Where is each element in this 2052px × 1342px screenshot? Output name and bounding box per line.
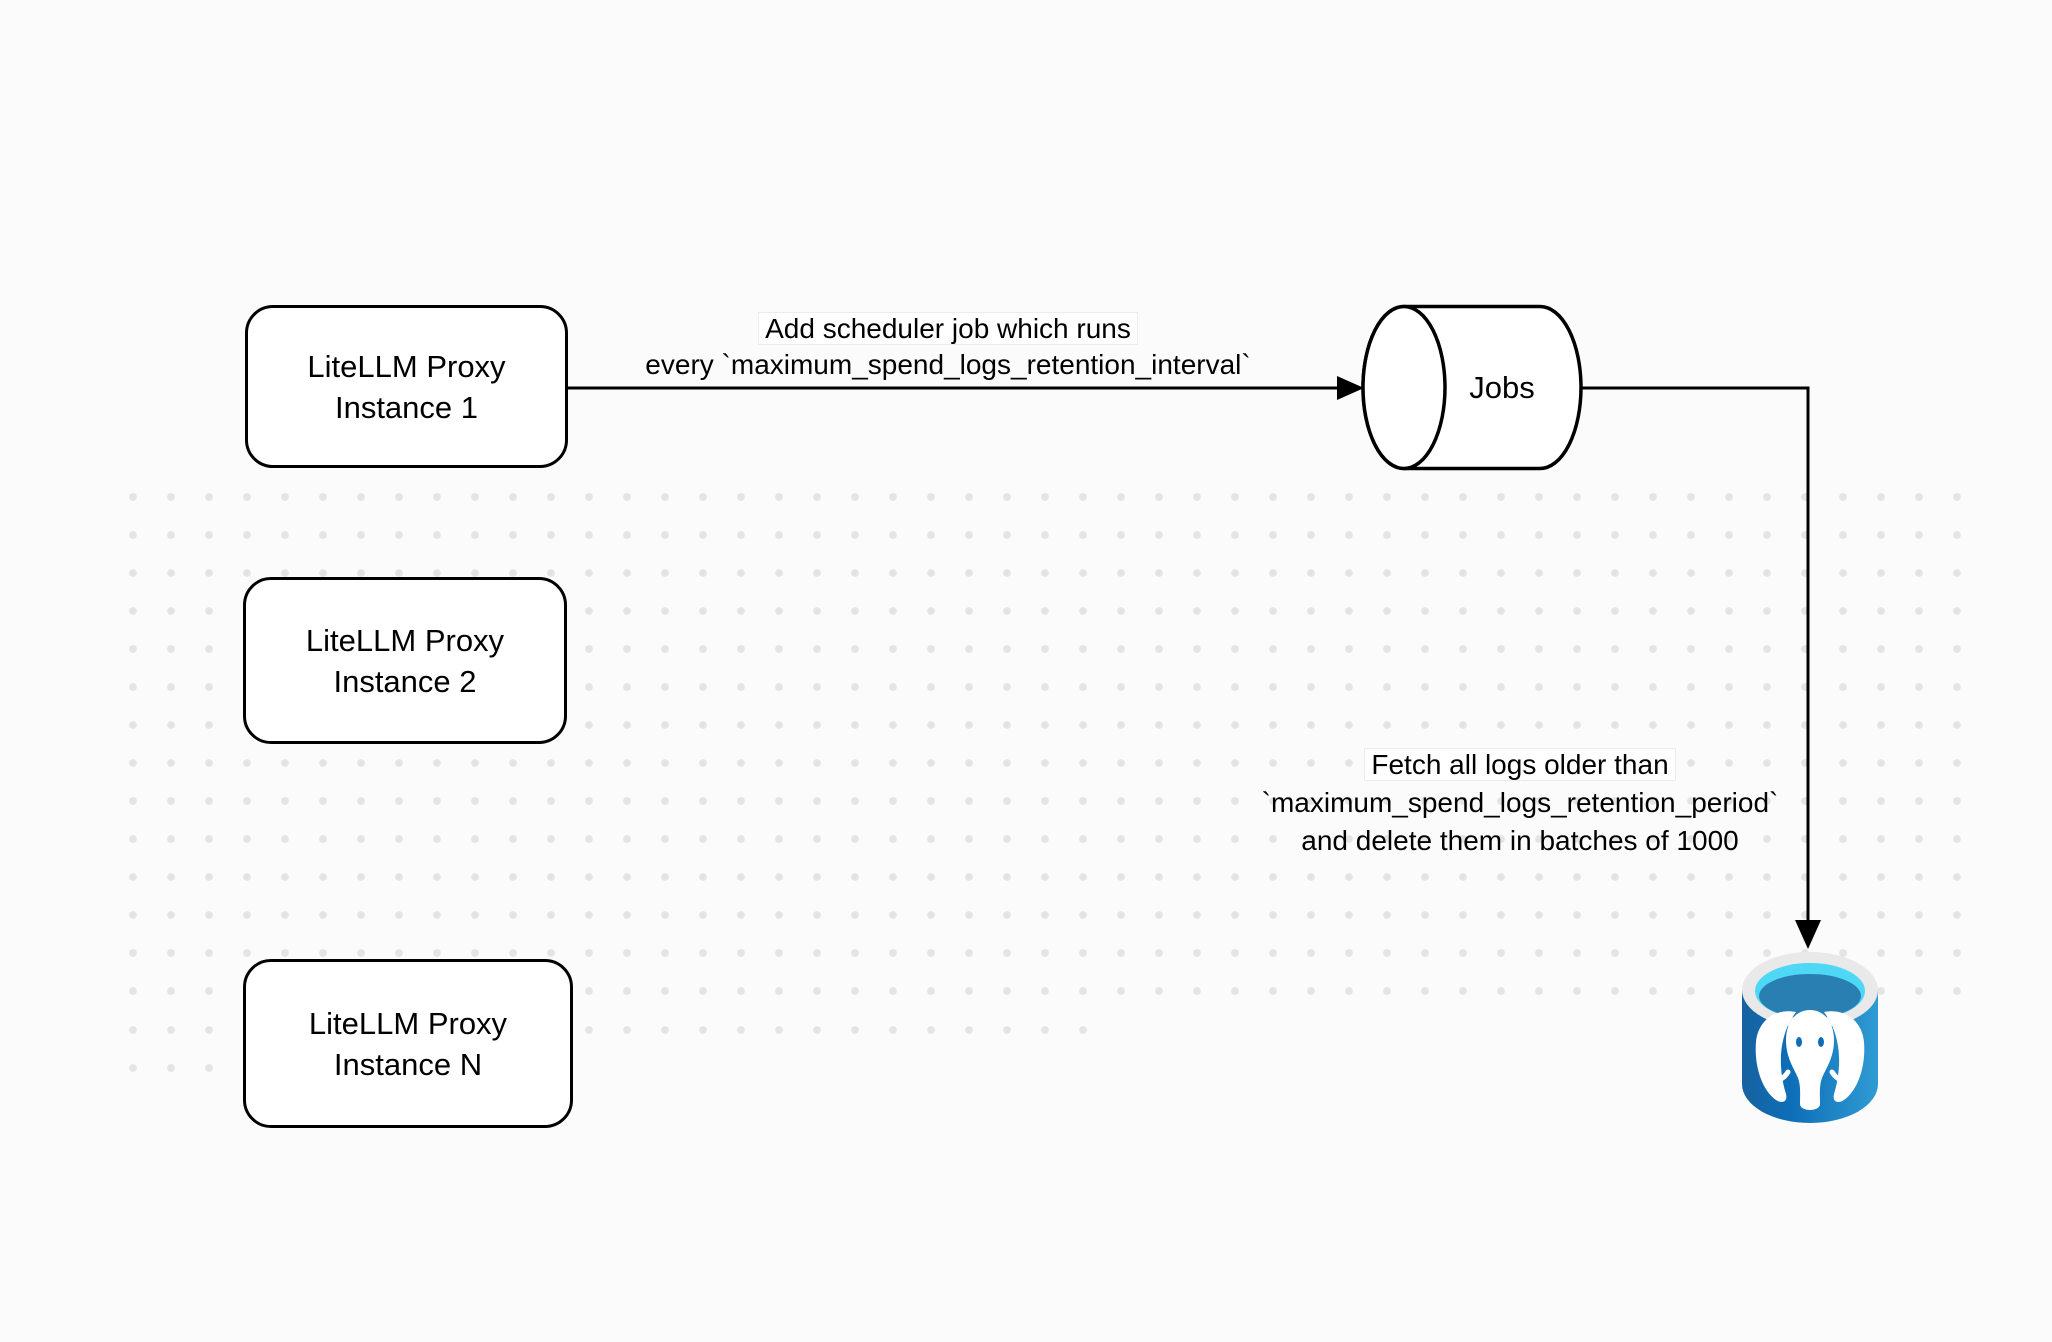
arrow-jobs-to-postgres [1581,386,1810,921]
node-litellm-proxy-instance-1: LiteLLM Proxy Instance 1 [245,305,568,468]
node-litellm-proxy-instance-2: LiteLLM Proxy Instance 2 [243,577,567,744]
node-label-line: Instance 1 [334,389,479,425]
node-label-line: Instance 2 [333,663,477,699]
node-label-line: LiteLLM Proxy [305,622,505,658]
arrowhead-right-icon [1337,376,1364,400]
edge-label-line: and delete them in batches of 1000 [1301,825,1739,856]
node-label-line: LiteLLM Proxy [307,348,506,384]
node-label-line: Instance N [333,1046,483,1082]
edge-label-add-scheduler-job: Add scheduler job which runs every `maxi… [548,311,1348,383]
jobs-node-label: Jobs [1469,370,1535,405]
edge-label-line: Fetch all logs older than [1120,746,1920,784]
postgresql-icon [1742,952,1878,1123]
edge-label-line: Add scheduler job which runs [548,311,1348,347]
edge-label-line: `maximum_spend_logs_retention_period` [1261,787,1779,818]
node-litellm-proxy-instance-n: LiteLLM Proxy Instance N [243,959,573,1128]
elephant-icon [1755,1010,1865,1110]
edge-label-line: every `maximum_spend_logs_retention_inte… [645,349,1251,380]
node-label-line: LiteLLM Proxy [308,1005,508,1041]
edge-label-fetch-delete-logs: Fetch all logs older than `maximum_spend… [1120,746,1920,860]
jobs-queue-cylinder-icon [1361,304,1583,471]
arrowhead-down-icon [1795,920,1821,949]
